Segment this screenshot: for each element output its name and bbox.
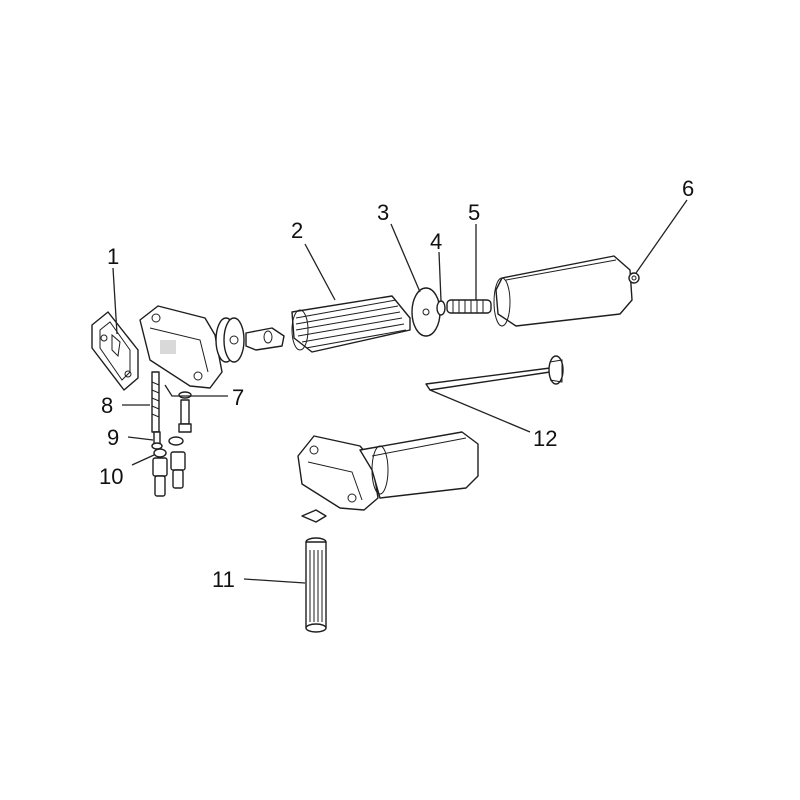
callout-4: 4 [430,229,442,254]
nut-part [628,272,640,284]
callout-9: 9 [107,425,119,450]
washer-part [436,300,446,316]
tube-part [305,537,327,633]
leader-12 [429,389,531,433]
leader-9 [127,436,154,441]
callout-labels: 1 2 3 4 5 6 7 8 9 10 11 12 [99,176,694,592]
leader-10 [131,454,155,466]
filter-canister [493,255,633,327]
gasket-part [91,311,139,391]
filter-element-part [291,295,411,353]
leader-7 [164,384,228,397]
leader-lines [112,199,688,584]
seal-ring-part [153,436,184,458]
adapter-fittings-part [152,451,186,497]
callout-6: 6 [682,176,694,201]
callout-2: 2 [291,218,303,243]
filter-head-upper [139,305,285,389]
bolt-part [178,391,192,433]
leader-11 [243,578,306,584]
callout-12: 12 [533,426,557,451]
end-plate-part [411,287,441,337]
callout-3: 3 [377,200,389,225]
callout-1: 1 [107,244,119,269]
callout-10: 10 [99,464,123,489]
spring-part [446,299,492,314]
center-bolt-part [425,355,564,391]
leader-6 [635,199,688,274]
callout-5: 5 [468,200,480,225]
leader-2 [304,243,336,301]
small-screw-part [151,431,163,450]
leader-4 [438,251,442,302]
callout-7: 7 [232,385,244,410]
leader-1 [112,267,118,335]
leader-3 [390,223,421,293]
callout-11: 11 [212,567,235,592]
bleed-screw-part [151,371,160,433]
assembled-filter-unit [297,431,479,523]
callout-8: 8 [101,393,113,418]
